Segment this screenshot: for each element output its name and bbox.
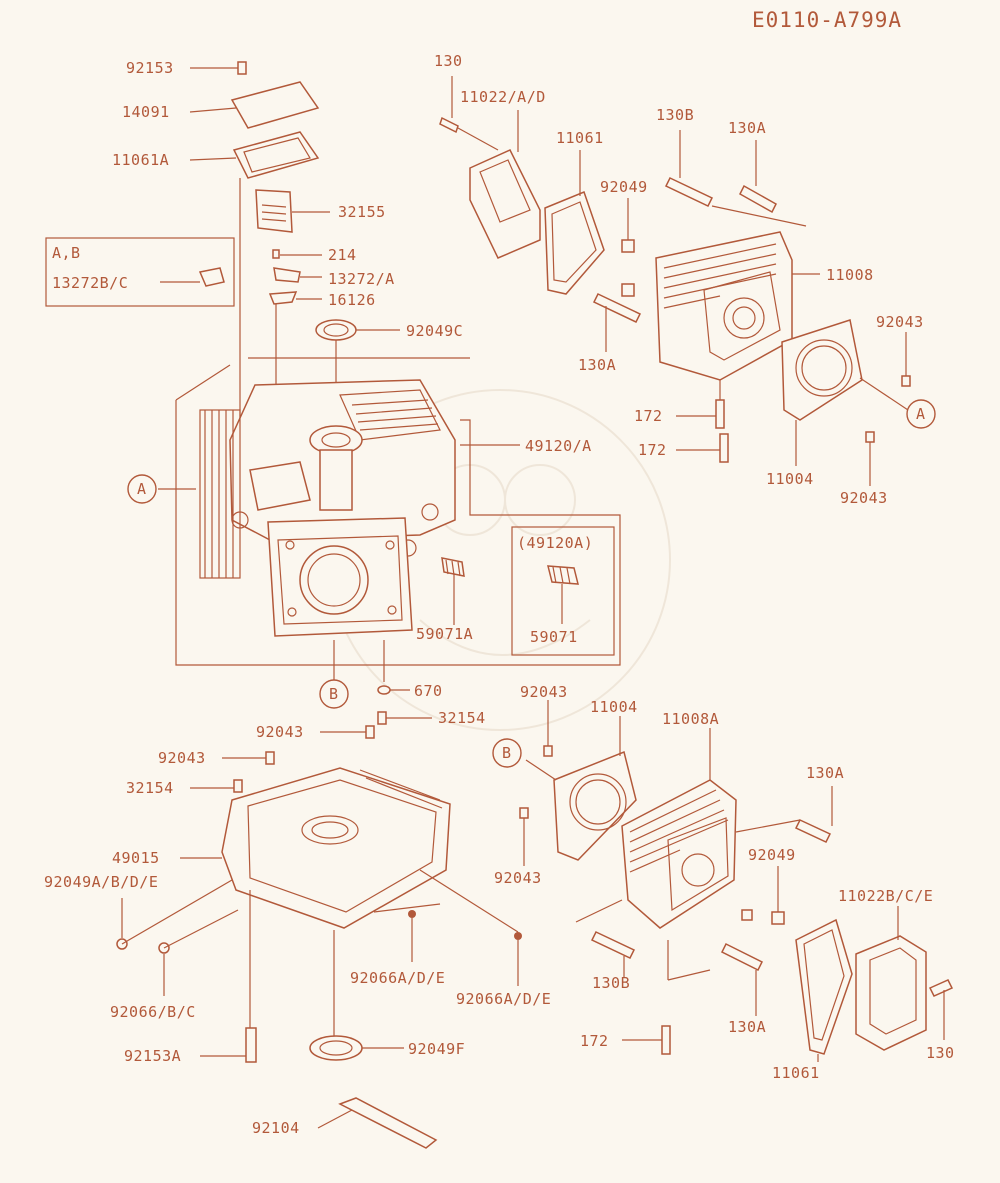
svg-text:B: B xyxy=(329,685,339,703)
diagram-code: E0110-A799A xyxy=(752,8,902,32)
part-label: 172 xyxy=(580,1032,609,1050)
part-labels: 92153 14091 11061A 32155 214 13272/A 161… xyxy=(44,52,955,1137)
part-label: 130 xyxy=(434,52,463,70)
cylinder-head-left xyxy=(519,700,954,1062)
part-label: 92043 xyxy=(256,723,304,741)
part-label: 92066A/D/E xyxy=(456,990,551,1008)
variant-box-title: A,B xyxy=(52,244,81,262)
part-label: 11008 xyxy=(826,266,874,284)
breather-cover-assembly xyxy=(189,61,400,430)
part-label: 92049 xyxy=(748,846,796,864)
part-label: 16126 xyxy=(328,291,376,309)
option-box-part: 59071 xyxy=(530,628,578,646)
part-label: 32155 xyxy=(338,203,386,221)
part-label: 49120/A xyxy=(525,437,592,455)
part-label: 92066A/D/E xyxy=(350,969,445,987)
part-label: 32154 xyxy=(126,779,174,797)
part-label: 14091 xyxy=(122,103,170,121)
part-label: 130 xyxy=(926,1044,955,1062)
part-label: 92043 xyxy=(520,683,568,701)
variant-box-part: 13272B/C xyxy=(52,274,128,292)
part-label: 172 xyxy=(638,441,667,459)
part-label: 92153A xyxy=(124,1047,181,1065)
part-label: 92153 xyxy=(126,59,174,77)
crankcase-cover xyxy=(116,711,522,1149)
part-label: 92049F xyxy=(408,1040,465,1058)
option-box xyxy=(511,526,615,656)
part-label: 214 xyxy=(328,246,357,264)
part-label: 11061A xyxy=(112,151,169,169)
svg-text:B: B xyxy=(502,744,512,762)
cylinder-block xyxy=(175,357,621,695)
part-label: 49015 xyxy=(112,849,160,867)
part-label: 11008A xyxy=(662,710,719,728)
part-label: 92043 xyxy=(876,313,924,331)
part-label: 11061 xyxy=(772,1064,820,1082)
part-label: 11004 xyxy=(590,698,638,716)
part-label: 92104 xyxy=(252,1119,300,1137)
svg-text:A: A xyxy=(916,405,926,423)
option-box-title: (49120A) xyxy=(517,534,593,552)
part-label: 130B xyxy=(656,106,694,124)
part-label: 11061 xyxy=(556,129,604,147)
part-label: 92066/B/C xyxy=(110,1003,196,1021)
part-label: 172 xyxy=(634,407,663,425)
part-label: 13272/A xyxy=(328,270,395,288)
callout-a-left: A xyxy=(127,474,196,504)
part-label: 130B xyxy=(592,974,630,992)
part-label: 11004 xyxy=(766,470,814,488)
part-label: 32154 xyxy=(438,709,486,727)
part-label: 11022B/C/E xyxy=(838,887,933,905)
part-label: 59071A xyxy=(416,625,473,643)
callout-b-mid: B xyxy=(319,679,349,709)
part-label: 670 xyxy=(414,682,443,700)
part-label: 92043 xyxy=(158,749,206,767)
part-label: 92043 xyxy=(494,869,542,887)
part-label: 130A xyxy=(728,119,766,137)
part-label: 92049C xyxy=(406,322,463,340)
part-label: 11022/A/D xyxy=(460,88,546,106)
part-label: 92043 xyxy=(840,489,888,507)
part-label: 92049A/B/D/E xyxy=(44,873,158,891)
callout-b-right: B xyxy=(492,738,522,768)
part-label: 92049 xyxy=(600,178,648,196)
cylinder-head-right xyxy=(439,76,911,486)
callout-a-right: A xyxy=(906,399,936,429)
part-label: 130A xyxy=(728,1018,766,1036)
variant-box xyxy=(45,237,235,307)
part-label: 130A xyxy=(806,764,844,782)
svg-text:A: A xyxy=(137,480,147,498)
part-label: 130A xyxy=(578,356,616,374)
